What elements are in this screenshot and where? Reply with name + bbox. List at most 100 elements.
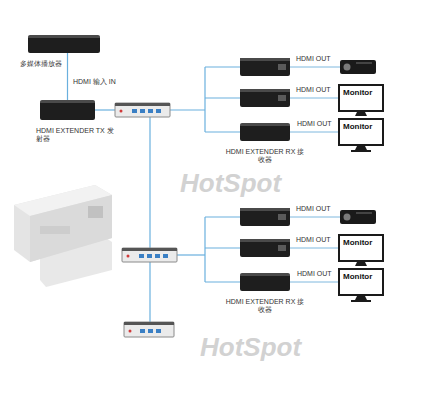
cable-label: HDMI OUT — [296, 270, 333, 278]
monitor-base — [351, 150, 371, 152]
device-label: 多媒体播放器 — [20, 60, 62, 68]
network-wire — [204, 217, 205, 282]
media-player: 多媒体播放器 — [28, 35, 100, 53]
switch-led — [127, 255, 130, 258]
receiver-port — [278, 64, 286, 70]
hdmi-port — [40, 226, 70, 234]
hdmi-cable — [290, 282, 338, 283]
network-wire — [95, 109, 115, 110]
rj45-port — [88, 206, 103, 218]
switch-port — [148, 109, 153, 113]
monitor-base — [351, 300, 371, 302]
watermark: HotSpot — [180, 168, 281, 199]
monitor-stand — [355, 296, 367, 300]
network-switch — [124, 322, 174, 337]
network-wire — [205, 247, 240, 248]
port-label: HDMI OUT — [296, 236, 331, 244]
port-label: HDMI OUT — [296, 205, 331, 213]
switch-port — [163, 254, 168, 258]
network-wire — [170, 109, 205, 110]
monitor-stand — [355, 262, 367, 266]
projector-lens — [344, 214, 351, 221]
cable-label: HDMI 输入 IN — [72, 78, 117, 86]
hdmi-wire — [290, 217, 340, 218]
receiver-box: HDMI EXTENDER RX 接收器 — [240, 123, 290, 141]
extender-body — [14, 185, 112, 262]
cable-label: HDMI OUT — [296, 120, 333, 128]
watermark: HotSpot — [200, 332, 301, 363]
hdmi-wire — [290, 248, 338, 249]
receiver-device — [240, 239, 290, 257]
receiver-port — [278, 214, 286, 220]
extender-illustration — [14, 185, 112, 287]
receiver-top — [240, 208, 290, 211]
port-label: HDMI OUT — [296, 86, 331, 94]
network-wire — [205, 281, 240, 282]
hdmi-cable — [67, 53, 68, 100]
monitor-label: Monitor — [343, 88, 372, 97]
projector-vent — [356, 62, 372, 64]
switch-port — [132, 109, 137, 113]
switch-led — [120, 110, 123, 113]
monitor-screen: Monitor — [338, 268, 384, 296]
network-switch — [115, 103, 170, 117]
device-label: HDMI EXTENDER TX 发射器 — [36, 127, 116, 144]
network-wire — [205, 216, 240, 217]
receiver-device — [240, 89, 290, 107]
receiver-body — [240, 208, 290, 226]
receiver-box: HDMI EXTENDER RX 接收器 — [240, 273, 290, 291]
switch-port — [155, 254, 160, 258]
switch-port — [156, 329, 161, 333]
network-wire — [149, 117, 150, 248]
port-label: HDMI OUT — [296, 55, 331, 63]
switch-port — [140, 109, 145, 113]
receiver-body — [240, 58, 290, 76]
device-label: HDMI EXTENDER RX 接收器 — [225, 148, 305, 165]
receiver-port — [278, 245, 286, 251]
projector-icon — [340, 210, 376, 224]
monitor-screen: Monitor — [338, 234, 384, 262]
receiver-body — [240, 89, 290, 107]
device-label: HDMI EXTENDER RX 接收器 — [225, 298, 305, 315]
receiver-top — [240, 239, 290, 242]
receiver-top — [240, 89, 290, 92]
switch-body — [115, 103, 170, 117]
switch-port — [147, 254, 152, 258]
monitor-stand — [355, 146, 367, 150]
hdmi-wires — [290, 67, 340, 248]
receiver-port — [278, 95, 286, 101]
hdmi-wire — [290, 98, 338, 99]
monitor-label: Monitor — [343, 272, 372, 281]
switch-top — [122, 248, 177, 251]
switch-port — [139, 254, 144, 258]
switch-port — [148, 329, 153, 333]
hdmi-cable — [290, 132, 338, 133]
switch-body — [124, 322, 174, 337]
monitor-screen: Monitor — [338, 118, 384, 146]
receiver-top — [240, 58, 290, 61]
projector-vent — [356, 212, 372, 214]
monitor-label: Monitor — [343, 238, 372, 247]
switch-top — [124, 322, 174, 325]
network-wire — [205, 66, 240, 67]
switch-body — [122, 248, 177, 262]
network-switch — [122, 248, 177, 262]
switch-led — [129, 330, 132, 333]
switch-top — [115, 103, 170, 106]
network-wire — [205, 97, 240, 98]
switch-port — [156, 109, 161, 113]
network-wire — [205, 131, 240, 132]
monitor-screen: Monitor — [338, 84, 384, 112]
network-wire — [204, 67, 205, 132]
network-wire — [149, 262, 150, 322]
network-wire — [177, 254, 205, 255]
transmitter-box: HDMI EXTENDER TX 发射器 — [40, 100, 95, 120]
projector-lens — [344, 64, 351, 71]
switch-port — [140, 329, 145, 333]
extender-face — [30, 195, 112, 262]
projector-icon — [340, 60, 376, 74]
receiver-device — [240, 58, 290, 76]
monitor-stand — [355, 112, 367, 116]
